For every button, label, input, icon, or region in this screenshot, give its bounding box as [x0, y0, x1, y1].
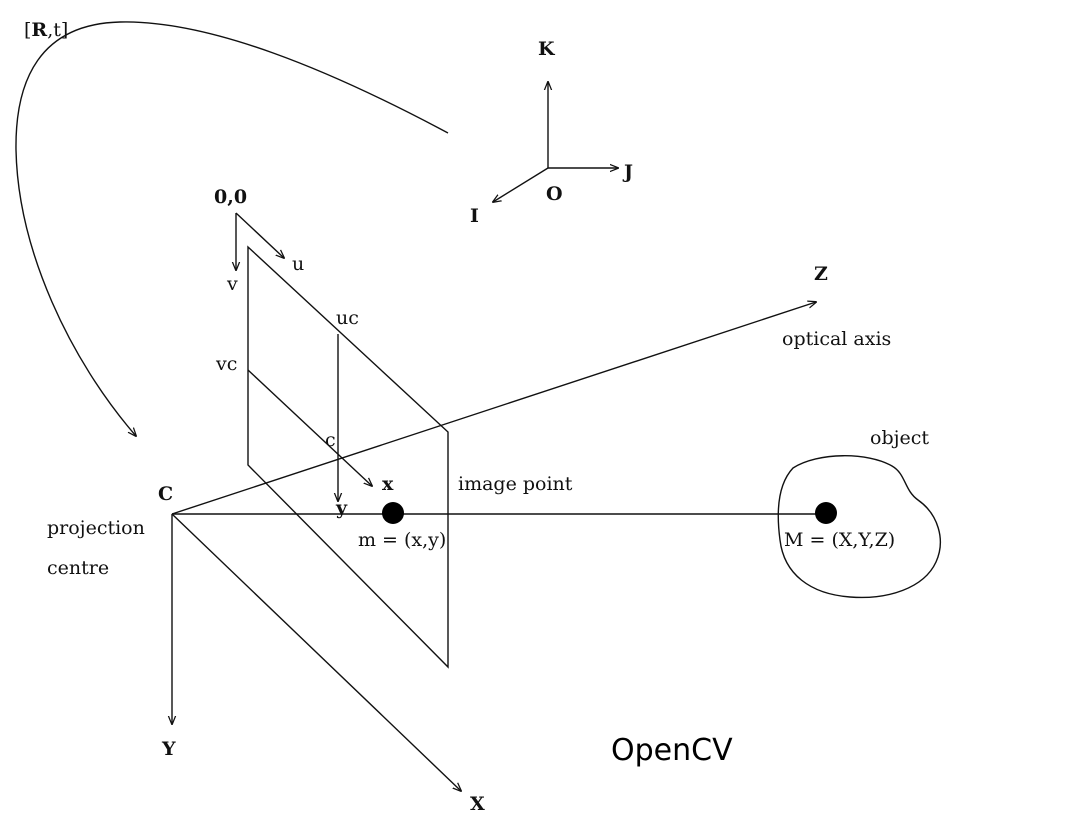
vc-label: vc: [215, 353, 237, 375]
image-point-label: image point: [458, 473, 573, 495]
world-k-label: K: [538, 38, 556, 60]
optical-axis-label: optical axis: [782, 328, 891, 350]
world-j-label: J: [622, 161, 633, 183]
axis-y-label: Y: [161, 738, 176, 760]
projection-label: projection: [47, 517, 145, 539]
point-M-label: M = (X,Y,Z): [784, 529, 895, 551]
rt-label: [R,t]: [24, 19, 68, 41]
object-outline: [777, 455, 941, 599]
axis-u-label: u: [292, 253, 304, 275]
center-c-label: C: [158, 483, 173, 505]
axis-z-label: Z: [814, 263, 828, 285]
vc-line: [247, 369, 372, 486]
camera-x-axis: [171, 513, 461, 791]
image-x-label: x: [382, 473, 394, 495]
axis-v-label: v: [226, 273, 238, 295]
world-o-label: O: [546, 183, 563, 205]
transform-curve: [15, 21, 449, 436]
principal-point-label: c: [325, 429, 336, 451]
image-y-label: y: [335, 497, 348, 519]
centre-label: centre: [47, 557, 109, 579]
axis-u-arrow: [235, 212, 284, 258]
world-i-label: I: [470, 205, 479, 227]
point-m-label: m = (x,y): [358, 529, 446, 551]
world-i-axis: [493, 167, 549, 202]
object-label: object: [870, 427, 929, 449]
object-point-M: [815, 502, 837, 524]
axis-x-label: X: [470, 793, 485, 815]
image-plane: [247, 245, 449, 669]
optical-axis-line: [171, 302, 816, 515]
origin-label: 0,0: [214, 186, 247, 208]
watermark-text: OpenCV: [611, 733, 733, 768]
uc-label: uc: [336, 307, 359, 329]
image-point-m: [382, 502, 404, 524]
